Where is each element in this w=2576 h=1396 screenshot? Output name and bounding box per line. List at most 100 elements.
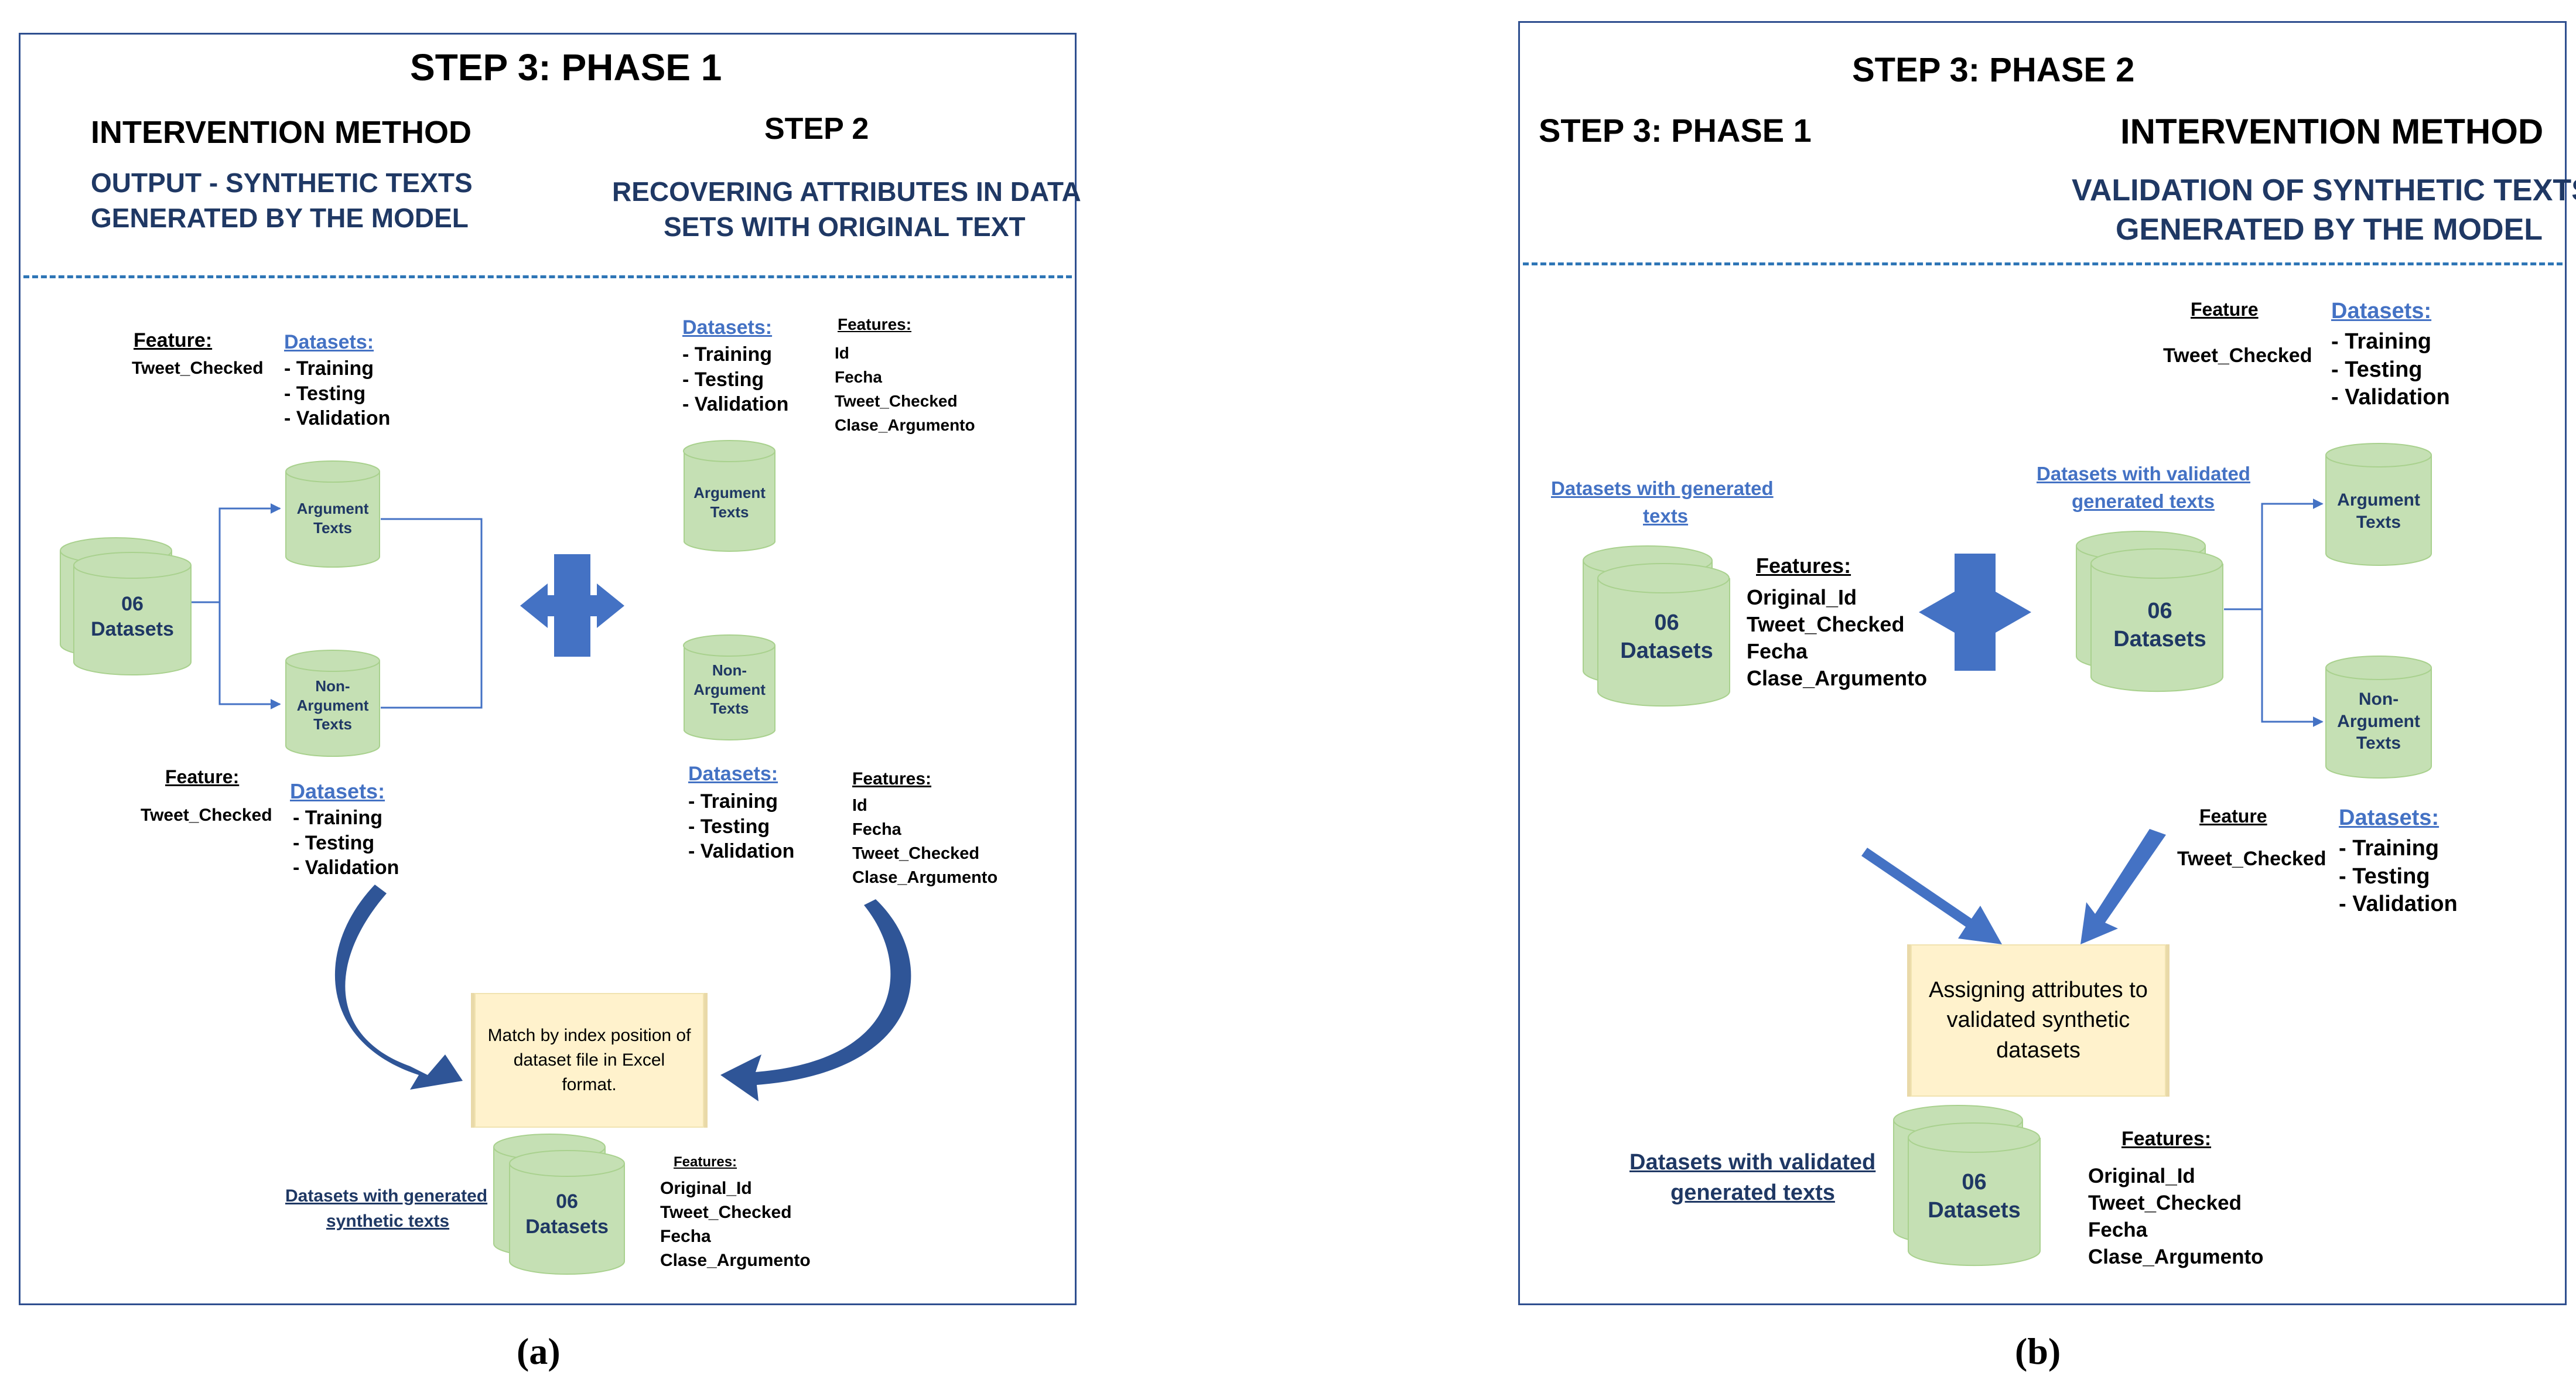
match-note-text: Match by index position of dataset file … xyxy=(487,1026,691,1094)
panel-a-caption: (a) xyxy=(517,1330,561,1372)
argument-cylinder-icon xyxy=(683,440,775,552)
panel-a-datasets-bottom-list: - Training - Testing - Validation xyxy=(293,805,399,880)
panel-a-right-subheader-1: RECOVERING ATTRIBUTES IN DATA xyxy=(612,176,1081,207)
list-item: Clase_Argumento xyxy=(835,416,975,434)
list-item: - Training xyxy=(682,343,772,366)
panel-a-title: STEP 3: PHASE 1 xyxy=(410,46,722,88)
panel-b-divider xyxy=(1523,262,2563,265)
curved-arrow-icon xyxy=(334,885,463,1090)
connector-line xyxy=(2224,499,2324,610)
list-item: Tweet_Checked xyxy=(1747,612,1905,636)
panel-a-right-datasets-bottom-label: Datasets: xyxy=(688,763,778,785)
panel-a-output-features-list: Original_Id Tweet_Checked Fecha Clase_Ar… xyxy=(660,1176,811,1272)
list-item: - Testing xyxy=(284,382,366,405)
list-item: Original_Id xyxy=(660,1179,752,1198)
stack-label: Datasets xyxy=(525,1215,609,1238)
argument-cylinder-icon xyxy=(2325,443,2432,566)
panel-b-generated-label-2: texts xyxy=(1643,505,1689,527)
connector-line xyxy=(2261,609,2324,727)
list-item: Id xyxy=(835,344,849,362)
left-stack-label: 06 Datasets xyxy=(1601,609,1733,665)
assign-note-text: Assigning attributes to validated synthe… xyxy=(1929,978,2148,1063)
panel-a-datasets-top-list: - Training - Testing - Validation xyxy=(284,356,390,431)
list-item: - Training xyxy=(688,790,778,813)
list-item: Fecha xyxy=(835,368,882,386)
connector-line xyxy=(381,609,483,709)
plus-cross-icon xyxy=(520,554,624,657)
panel-a-feature-top-label: Feature: xyxy=(134,329,213,351)
list-item: - Training xyxy=(293,807,382,829)
panel-a-feature-bottom-label: Feature: xyxy=(165,766,240,787)
list-item: - Validation xyxy=(682,393,789,415)
list-item: Tweet_Checked xyxy=(835,392,958,410)
panel-b-final-label-1: Datasets with validated xyxy=(1629,1150,1876,1175)
stack-label: Datasets xyxy=(2113,626,2206,651)
list-item: Original_Id xyxy=(1747,585,1857,609)
panel-b-datasets-mid-label: Datasets: xyxy=(2339,805,2440,830)
stack-number: 06 xyxy=(1654,610,1679,635)
double-arrow-icon xyxy=(1919,554,2031,671)
list-item: Clase_Argumento xyxy=(852,868,998,887)
panel-b-final-features-list: Original_Id Tweet_Checked Fecha Clase_Ar… xyxy=(2088,1163,2264,1271)
list-item: Fecha xyxy=(852,820,901,839)
list-item: Tweet_Checked xyxy=(2088,1192,2242,1214)
list-item: Fecha xyxy=(1747,639,1808,663)
panel-a-generated-label-1: Datasets with generated xyxy=(285,1186,488,1206)
panel-b-final-label-2: generated texts xyxy=(1670,1180,1835,1205)
connector-line xyxy=(381,518,483,609)
non-argument-cylinder-icon xyxy=(683,634,775,740)
panel-b-title: STEP 3: PHASE 2 xyxy=(1852,51,2135,89)
list-item: - Validation xyxy=(293,856,399,879)
panel-b-caption: (b) xyxy=(2015,1330,2061,1372)
panel-b-right-subheader-2: GENERATED BY THE MODEL xyxy=(2116,213,2543,247)
panel-a-datasets-top-label: Datasets: xyxy=(284,331,374,353)
panel-a-feature-bottom-value: Tweet_Checked xyxy=(141,805,272,825)
panel-a-left-subheader-1: OUTPUT - SYNTHETIC TEXTS xyxy=(91,168,473,198)
stack-label: Datasets xyxy=(1928,1197,2021,1223)
diagonal-arrow-icon xyxy=(1861,848,2002,944)
stack-label: Datasets xyxy=(1620,638,1713,663)
panel-a-left-subheader-2: GENERATED BY THE MODEL xyxy=(91,203,469,233)
list-item: Clase_Argumento xyxy=(2088,1245,2264,1268)
right-stack-label: 06 Datasets xyxy=(2094,598,2226,653)
curved-arrow-icon xyxy=(720,899,911,1101)
panel-a-connectors xyxy=(190,503,483,709)
list-item: Id xyxy=(852,796,867,815)
assign-note: Assigning attributes to validated synthe… xyxy=(1911,944,2166,1097)
list-item: Tweet_Checked xyxy=(852,844,980,863)
panel-b-validated-label-2: generated texts xyxy=(2072,490,2215,512)
panel-b-feature-mid-label: Feature xyxy=(2199,805,2267,827)
non-argument-cylinder-icon xyxy=(2325,656,2432,779)
panel-b-datasets-top-list: - Training - Testing - Validation xyxy=(2331,328,2450,412)
list-item: - Testing xyxy=(2331,357,2423,382)
diagonal-arrow-icon xyxy=(2080,829,2166,944)
panel-a-right-subheader-2: SETS WITH ORIGINAL TEXT xyxy=(664,211,1026,242)
panel-b-datasets-mid-list: - Training - Testing - Validation xyxy=(2339,835,2458,919)
datasets-stack-icon xyxy=(1583,545,1730,707)
list-item: Fecha xyxy=(2088,1218,2148,1241)
final-datasets-stack-icon xyxy=(1893,1105,2041,1267)
panel-a-right-header: STEP 2 xyxy=(764,112,869,146)
argument-texts-label: Argument Texts xyxy=(296,500,369,537)
panel-a-divider xyxy=(23,275,1072,278)
argument-cylinder-icon xyxy=(285,460,380,568)
output-stack-label: 06 Datasets xyxy=(508,1189,626,1239)
panel-b-feature-top-label: Feature xyxy=(2191,299,2259,320)
list-item: - Validation xyxy=(284,407,391,429)
stack-label: Datasets xyxy=(91,617,174,640)
connector-line xyxy=(218,602,281,709)
list-item: - Testing xyxy=(682,368,764,391)
list-item: Fecha xyxy=(660,1227,711,1246)
list-item: - Testing xyxy=(688,815,770,838)
datasets-stack-label: 06 Datasets xyxy=(74,592,191,641)
list-item: Clase_Argumento xyxy=(660,1251,811,1270)
panel-b-final-features-label: Features: xyxy=(2121,1128,2212,1150)
panel-a-left-header: INTERVENTION METHOD xyxy=(91,115,472,150)
datasets-stack-icon xyxy=(2076,531,2223,692)
panel-a-right-features-bottom-label: Features: xyxy=(852,769,932,789)
panel-a-right-features-top-list: Id Fecha Tweet_Checked Clase_Argumento xyxy=(835,341,975,437)
list-item: - Testing xyxy=(2339,863,2430,889)
panel-a-right-features-top-label: Features: xyxy=(838,315,912,333)
non-argument-cylinder-icon xyxy=(285,650,380,757)
